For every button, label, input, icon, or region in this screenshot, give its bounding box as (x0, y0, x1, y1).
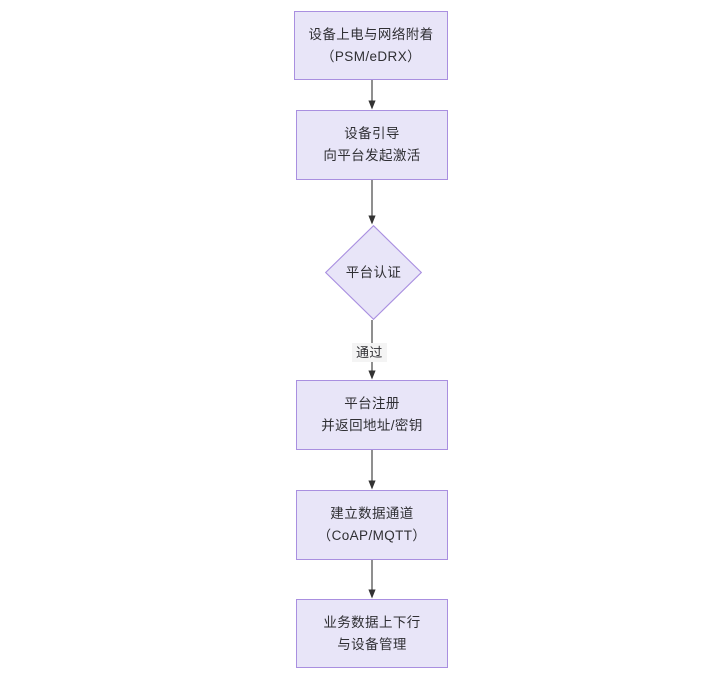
node-label-line: （CoAP/MQTT） (317, 528, 427, 543)
flow-node-platform-auth-decision[interactable]: 平台认证 (325, 225, 422, 320)
flow-node-data-channel[interactable]: 建立数据通道 （CoAP/MQTT） (296, 490, 448, 560)
flow-node-device-bootstrap[interactable]: 设备引导 向平台发起激活 (296, 110, 448, 180)
flow-node-power-on[interactable]: 设备上电与网络附着 （PSM/eDRX） (294, 11, 448, 80)
node-label-line: （PSM/eDRX） (320, 48, 422, 64)
node-label-line: 平台注册 (344, 396, 400, 411)
edge-label-pass: 通过 (352, 343, 387, 362)
diamond-shape-icon (325, 225, 422, 320)
flow-node-platform-register[interactable]: 平台注册 并返回地址/密钥 (296, 380, 448, 450)
node-label-line: 与设备管理 (337, 636, 407, 652)
flow-node-business-data[interactable]: 业务数据上下行 与设备管理 (296, 599, 448, 668)
node-label-line: 设备引导 (344, 126, 400, 141)
node-label-line: 平台认证 (345, 264, 402, 280)
node-label-line: 业务数据上下行 (323, 614, 421, 630)
node-label-line: 建立数据通道 (330, 506, 414, 521)
node-label-line: 向平台发起激活 (323, 148, 421, 163)
node-label-line: 并返回地址/密钥 (321, 418, 423, 433)
node-label-line: 设备上电与网络附着 (308, 26, 434, 42)
